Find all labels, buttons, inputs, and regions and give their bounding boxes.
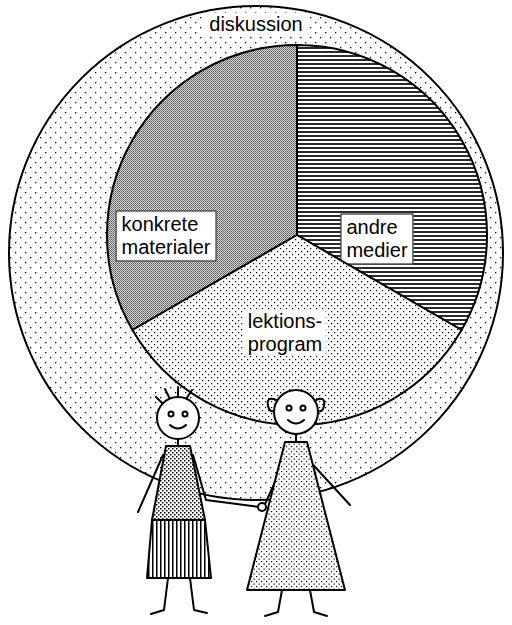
sector-label: lektions- program [244, 310, 326, 356]
hair-strand [186, 390, 192, 399]
pigtail [268, 399, 276, 411]
leg [265, 590, 282, 616]
arm [265, 456, 287, 504]
hair-strand [156, 397, 163, 404]
right-child [247, 390, 350, 616]
leg [310, 590, 327, 616]
dress [247, 442, 345, 590]
label-holder: lektions- program [244, 310, 326, 356]
eye [183, 412, 188, 417]
leg [190, 578, 207, 613]
smile [288, 420, 304, 424]
head [274, 390, 318, 434]
label-holder: diskussion [204, 13, 307, 36]
shirt [152, 446, 205, 520]
pie-sector: lektions- program [106, 44, 488, 426]
sector-label: andre medier [340, 214, 413, 265]
arm [138, 455, 163, 512]
joined-hands [258, 503, 266, 511]
pie-sector-outline [106, 44, 488, 426]
ring-circle [9, 6, 503, 500]
eye [287, 406, 292, 411]
sector-shape [132, 235, 461, 425]
sector-label: konkrete materialer [116, 211, 217, 262]
hair-strand [177, 387, 179, 397]
smile [170, 425, 186, 429]
arm [193, 455, 259, 507]
ring-label: diskussion [204, 13, 307, 36]
neck [295, 434, 297, 443]
left-child [138, 387, 259, 614]
eye [301, 406, 306, 411]
outer-ring: diskussion konkrete materialer andre medie… [8, 5, 504, 501]
skirt [147, 520, 211, 578]
head [157, 397, 199, 439]
arm [305, 456, 350, 505]
leg [151, 578, 168, 614]
label-holder: konkrete materialer [116, 211, 217, 262]
pigtail [316, 399, 324, 411]
hair-strand [165, 389, 170, 399]
label-holder: andre medier [340, 214, 413, 265]
neck [177, 439, 179, 447]
eye [169, 412, 174, 417]
